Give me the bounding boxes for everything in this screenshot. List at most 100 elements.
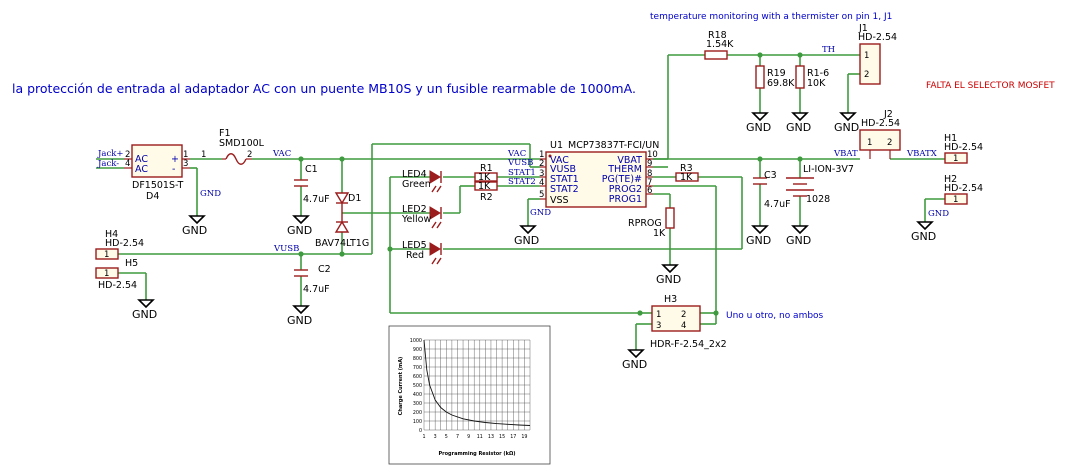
- net-gnd-h2: GND: [928, 209, 949, 219]
- resistor-r16: R1-6 10K: [795, 65, 829, 89]
- r18-ref: R18: [708, 30, 727, 41]
- chart-xtick-label: 3: [434, 434, 437, 440]
- chart-ytick-label: 300: [413, 401, 422, 407]
- led4-value: Green: [402, 179, 431, 190]
- resistor-r19: R19 69.8K: [755, 65, 795, 89]
- r16-value: 10K: [807, 78, 826, 89]
- h3-ref: H3: [664, 294, 677, 305]
- rprog-value: 1K: [653, 228, 666, 239]
- chart-xtick-label: 7: [456, 434, 459, 440]
- header-h2: H2 HD-2.54 1: [944, 174, 983, 205]
- h4-value: HD-2.54: [105, 238, 144, 249]
- gnd-c3-label: GND: [746, 234, 771, 247]
- note-thermistor: temperature monitoring with a thermister…: [650, 12, 892, 22]
- u1-lnum-2: 2: [539, 159, 544, 169]
- chart-xtick-label: 19: [521, 434, 527, 440]
- chart-ytick-label: 0: [419, 428, 422, 434]
- c1-ref: C1: [305, 164, 318, 175]
- u1-rnum-10: 10: [647, 150, 658, 160]
- f1-num-2: 2: [247, 150, 252, 160]
- u1-rname-therm: THERM: [607, 164, 642, 175]
- f1-value: SMD100L: [219, 138, 265, 149]
- note-input-protection: la protección de entrada al adaptador AC…: [12, 81, 636, 96]
- d4-pin-ac2: AC: [135, 164, 148, 175]
- u1-ref: U1: [550, 140, 563, 151]
- r2-ref: R2: [480, 192, 493, 203]
- r3-ref: R3: [680, 163, 693, 174]
- u1-rnum-8: 8: [647, 169, 652, 179]
- net-gnd-d4: GND: [200, 189, 221, 199]
- chart-ytick-label: 700: [413, 365, 422, 371]
- header-h4: H4 HD-2.54 1: [95, 229, 144, 260]
- gnd-r19: GND: [746, 112, 771, 134]
- u1-lname-vac: VAC: [550, 155, 569, 166]
- u1-rname-prog1: PROG1: [609, 194, 642, 205]
- note-either: Uno u otro, no ambos: [726, 311, 824, 321]
- c2-ref: C2: [318, 264, 331, 275]
- d4-num-3: 3: [183, 159, 188, 169]
- net-vac-u1: VAC: [507, 149, 526, 159]
- j1-ref: J1: [858, 23, 868, 34]
- h3-p3: 3: [656, 321, 661, 331]
- c3-value: 4.7uF: [764, 199, 791, 210]
- u1-value: MCP73837T-FCI/UN: [568, 140, 659, 151]
- u1-lname-vss: VSS: [550, 195, 569, 206]
- led5: LED5 Red: [402, 240, 442, 265]
- gnd-h5-label: GND: [132, 308, 157, 321]
- h3-p2: 2: [681, 310, 686, 320]
- u1-lnum-5: 5: [539, 190, 544, 200]
- c2-value: 4.7uF: [303, 284, 330, 295]
- gnd-h3: GND: [622, 349, 647, 371]
- resistor-r2: 1K R2: [474, 181, 498, 203]
- gnd-u1: GND: [514, 225, 539, 247]
- net-vbat: VBAT: [833, 149, 858, 159]
- net-jack-minus: Jack-: [97, 159, 119, 169]
- h1-p1: 1: [953, 154, 958, 164]
- gnd-r19-label: GND: [746, 121, 771, 134]
- d4-num-4: 4: [125, 159, 130, 169]
- chart-xtick-label: 9: [467, 434, 470, 440]
- h4-p1: 1: [104, 250, 109, 260]
- gnd-j1: GND: [834, 112, 859, 134]
- j2-p1: 1: [867, 138, 872, 148]
- gnd-c2: GND: [287, 305, 312, 327]
- d4-pin-minus: -: [172, 164, 175, 175]
- r1-value: 1K: [478, 172, 491, 183]
- led2-ref: LED2: [402, 204, 427, 215]
- resistor-r3: R3 1K: [675, 163, 699, 183]
- u1-lnum-3: 3: [539, 169, 544, 179]
- ic-u1: U1 MCP73837T-FCI/UN 1 2 3 4 5 VAC VUSB S…: [539, 140, 659, 208]
- r1-ref: R1: [480, 163, 493, 174]
- h3-p1: 1: [656, 310, 661, 320]
- bat-ref: LI-ION-3V7: [803, 164, 854, 175]
- chart-ytick-label: 100: [413, 419, 422, 425]
- f1-ref: F1: [219, 128, 231, 139]
- c3-ref: C3: [764, 170, 777, 181]
- d4-pin-ac1: AC: [135, 154, 148, 165]
- gnd-rprog-label: GND: [656, 273, 681, 286]
- h3-p4: 4: [681, 321, 686, 331]
- fuse-f1: F1 SMD100L 1 2: [201, 128, 265, 165]
- u1-rnum-7: 7: [647, 178, 652, 188]
- net-vusb-left: VUSB: [273, 244, 299, 254]
- chart-xtick-label: 15: [499, 434, 505, 440]
- rprog-ref: RPROG: [628, 218, 662, 229]
- d1-value: BAV74LT1G: [315, 238, 369, 249]
- chart-xtick-label: 13: [488, 434, 494, 440]
- r3-value: 1K: [680, 172, 693, 183]
- f1-num-1: 1: [201, 150, 206, 160]
- r19-ref: R19: [767, 68, 786, 79]
- h2-ref: H2: [944, 174, 957, 185]
- cap-c2: C2 4.7uF: [294, 264, 331, 295]
- j2-p2: 2: [887, 138, 892, 148]
- bridge-d4: AC AC + - 2 4 1 3 DF1501S-T D4: [124, 144, 190, 202]
- led2: LED2 Yellow: [401, 204, 442, 229]
- h1-ref: H1: [944, 133, 957, 144]
- bat-value: 1028: [806, 194, 830, 205]
- net-stat1: STAT1: [508, 168, 536, 178]
- j2-value: HD-2.54: [861, 118, 900, 129]
- gnd-j1-label: GND: [834, 121, 859, 134]
- net-gnd-u1: GND: [530, 208, 551, 218]
- u1-rname-pg: PG(TE)#: [602, 174, 642, 185]
